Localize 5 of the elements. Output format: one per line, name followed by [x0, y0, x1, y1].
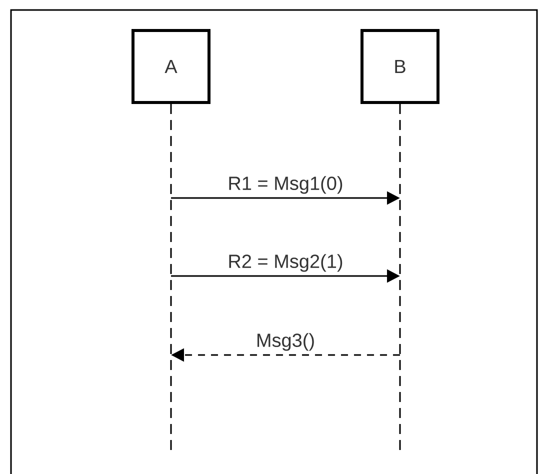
message-label: R1 = Msg1(0): [229, 176, 342, 194]
participant-box: A: [132, 29, 210, 104]
message-label: Msg3(): [258, 333, 314, 351]
participant-box: B: [360, 29, 440, 104]
message-label: R2 = Msg2(1): [229, 254, 342, 272]
